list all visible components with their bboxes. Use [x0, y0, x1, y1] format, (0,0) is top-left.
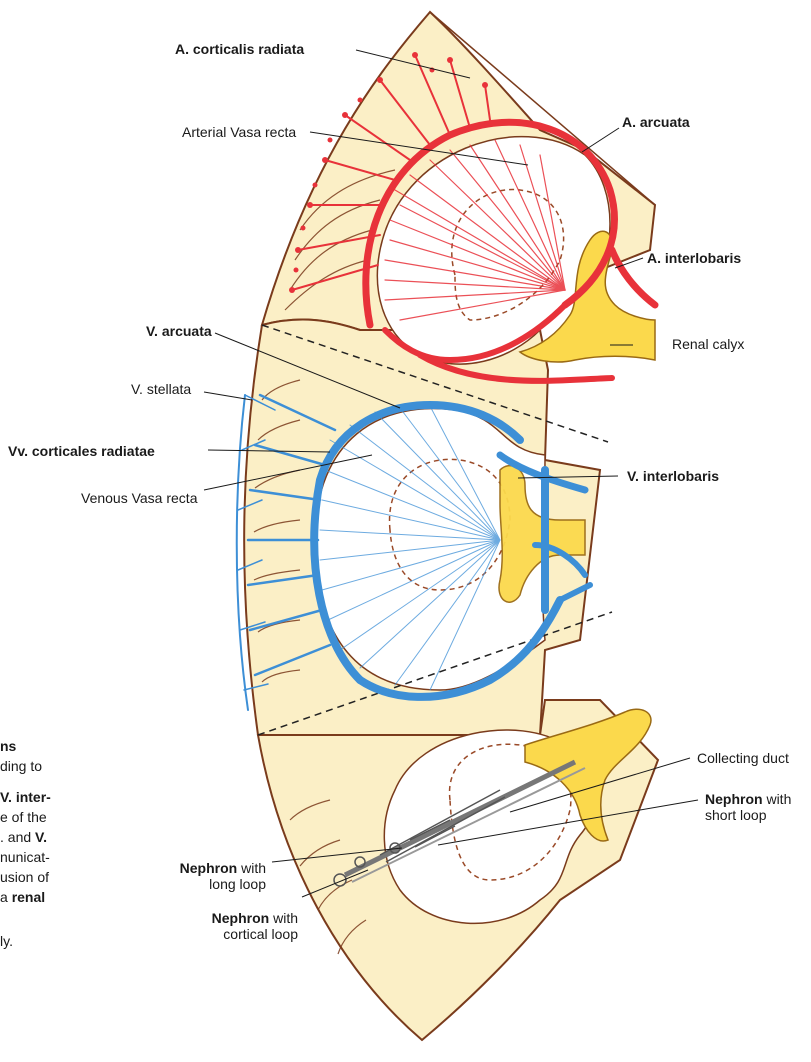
caption-line-7: usion of [0, 868, 49, 886]
nephron-cortical-bold: Nephron [212, 910, 270, 926]
caption-line-8: a renal [0, 888, 45, 906]
nephron-short-loop-text: short loop [705, 807, 766, 823]
caption-line-8b: renal [12, 889, 45, 905]
label-v-interlobaris: V. interlobaris [627, 468, 719, 484]
nephron-long-bold: Nephron [180, 860, 238, 876]
nephron-cortical-loop-text: cortical loop [223, 926, 298, 942]
nephron-long-with: with [237, 860, 266, 876]
caption-line-1: ns [0, 737, 16, 755]
caption-line-5a: . and [0, 829, 35, 845]
caption-line-8a: a [0, 889, 12, 905]
label-nephron-short-loop: Nephron with short loop [705, 791, 791, 823]
nephron-cortical-with: with [269, 910, 298, 926]
nephron-short-bold: Nephron [705, 791, 763, 807]
label-v-arcuata: V. arcuata [146, 323, 212, 339]
label-renal-calyx: Renal calyx [672, 336, 744, 352]
label-arterial-vasa-recta: Arterial Vasa recta [182, 124, 296, 140]
label-collecting-duct: Collecting duct [697, 750, 789, 766]
caption-line-5: . and V. [0, 828, 47, 846]
caption-line-5b: V. [35, 829, 47, 845]
caption-line-4: e of the [0, 808, 47, 826]
caption-line-9: ly. [0, 932, 13, 950]
caption-line-2: ding to [0, 757, 42, 775]
label-a-arcuata: A. arcuata [622, 114, 690, 130]
label-nephron-long-loop: Nephron with long loop [156, 860, 266, 892]
nephron-short-with: with [763, 791, 792, 807]
caption-line-3: V. inter- [0, 788, 51, 806]
label-a-interlobaris: A. interlobaris [647, 250, 741, 266]
label-vv-corticales-radiatae: Vv. corticales radiatae [8, 443, 155, 459]
label-v-stellata: V. stellata [131, 381, 191, 397]
nephron-long-loop-text: long loop [209, 876, 266, 892]
label-nephron-cortical-loop: Nephron with cortical loop [192, 910, 298, 942]
caption-line-6: nunicat- [0, 848, 50, 866]
label-venous-vasa-recta: Venous Vasa recta [81, 490, 197, 506]
label-a-corticalis-radiata: A. corticalis radiata [175, 41, 304, 57]
